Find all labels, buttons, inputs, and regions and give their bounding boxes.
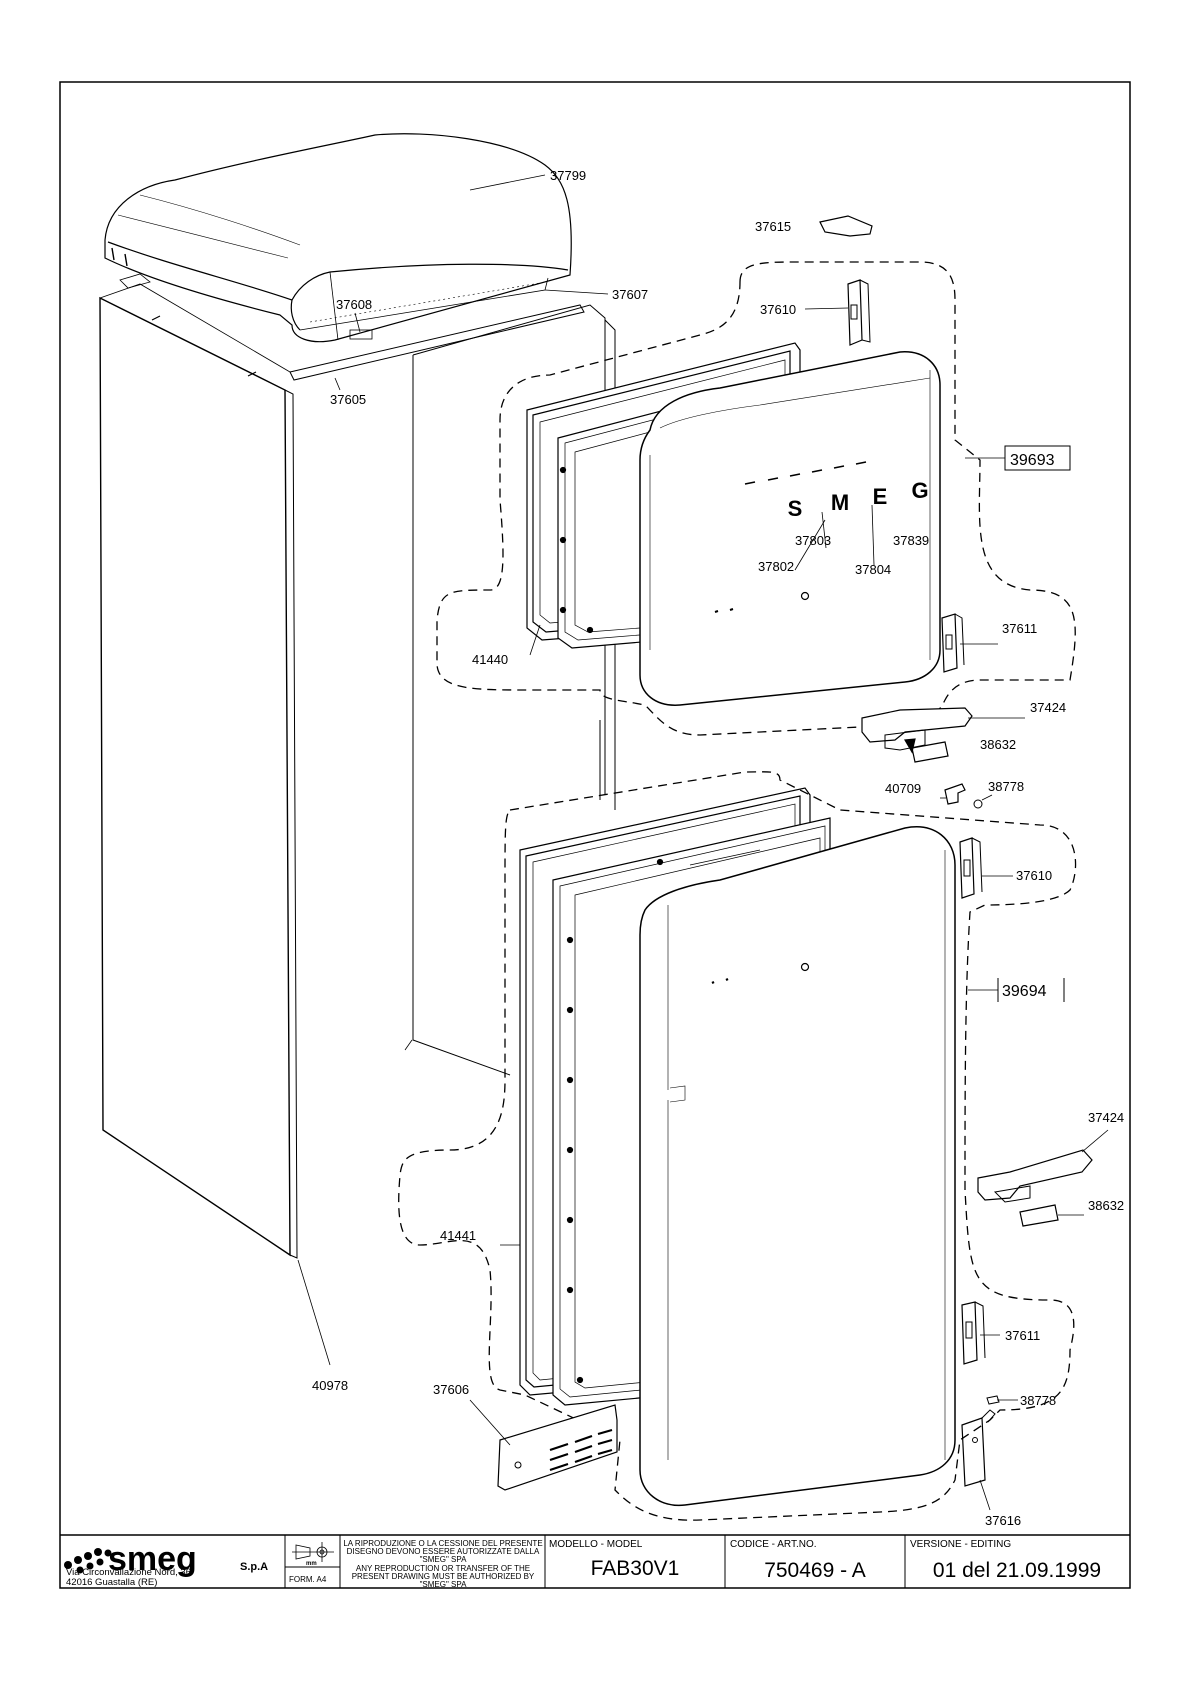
version-value: 01 del 21.09.1999 [933, 1559, 1101, 1582]
label-37804: 37804 [855, 562, 891, 577]
door-logo: S M E G [788, 478, 929, 521]
logo-letter-m: M [831, 490, 849, 515]
part-37610-upper-shape [847, 279, 871, 346]
label-37839: 37839 [893, 533, 929, 548]
projection-symbol-icon [292, 1542, 334, 1562]
lower-door [639, 826, 956, 1507]
address-line-1: Via Circonvallazione Nord, 36 [66, 1567, 191, 1578]
label-37608: 37608 [336, 297, 372, 312]
sheet-border [59, 81, 1131, 1589]
part-37611-upper-shape [941, 613, 965, 673]
part-38632-lower-shape [1019, 1204, 1059, 1227]
smeg-logo: smeg [64, 1540, 197, 1578]
svg-text:PRESENT DRAWING MUST BE AUTHOR: PRESENT DRAWING MUST BE AUTHORIZED BY [352, 1572, 535, 1581]
logo-letter-e: E [873, 484, 888, 509]
brand-wordmark: smeg [108, 1540, 197, 1578]
rear-strip [289, 304, 585, 381]
part-labels: 37799 37615 37607 37608 37610 37605 3969… [312, 168, 1124, 1528]
part-38778-lower-shape [986, 1395, 1000, 1405]
part-37611-lower-shape [961, 1301, 986, 1365]
label-38632-lower: 38632 [1088, 1198, 1124, 1213]
label-37606: 37606 [433, 1382, 469, 1397]
part-40709-shape [944, 783, 966, 805]
upper-door [639, 351, 941, 706]
company-suffix: S.p.A [240, 1561, 268, 1573]
svg-text:"SMEG" SPA: "SMEG" SPA [420, 1580, 468, 1589]
svg-text:"SMEG" SPA: "SMEG" SPA [420, 1555, 468, 1564]
logo-letter-s: S [788, 496, 803, 521]
label-37799: 37799 [550, 168, 586, 183]
address-line-2: 42016 Guastalla (RE) [66, 1577, 157, 1588]
label-37610-upper: 37610 [760, 302, 796, 317]
part-37615-shape [819, 215, 873, 237]
svg-text:ANY REPRODUCTION OR TRANSFER O: ANY REPRODUCTION OR TRANSFER OF THE [356, 1564, 530, 1573]
label-41441: 41441 [440, 1228, 476, 1243]
label-39694: 39694 [1002, 983, 1047, 1000]
copyright-notice: LA RIPRODUZIONE O LA CESSIONE DEL PRESEN… [343, 1539, 542, 1589]
label-37616: 37616 [985, 1513, 1021, 1528]
part-37424-upper-shape [861, 707, 973, 754]
group-boundary-39693 [436, 261, 1076, 736]
svg-text:LA RIPRODUZIONE O LA CESSIONE: LA RIPRODUZIONE O LA CESSIONE DEL PRESEN… [343, 1539, 542, 1548]
part-37610-lower-shape [959, 837, 983, 899]
logo-letter-g: G [911, 478, 928, 503]
label-40709: 40709 [885, 781, 921, 796]
code-label: CODICE - ART.NO. [730, 1539, 817, 1550]
label-37607: 37607 [612, 287, 648, 302]
group-boundary-39694 [398, 771, 1077, 1521]
leader-lines [297, 174, 1109, 1511]
label-37424-upper: 37424 [1030, 700, 1066, 715]
code-value: 750469 - A [764, 1559, 866, 1582]
part-37616-shape [961, 1409, 996, 1487]
label-40978: 40978 [312, 1378, 348, 1393]
version-label: VERSIONE - EDITING [910, 1539, 1011, 1550]
label-37802: 37802 [758, 559, 794, 574]
model-label: MODELLO - MODEL [549, 1539, 643, 1550]
title-block: smeg S.p.A Via Circonvallazione Nord, 36… [60, 1534, 1130, 1589]
label-38632-upper: 38632 [980, 737, 1016, 752]
label-37610-lower: 37610 [1016, 868, 1052, 883]
label-37424-lower: 37424 [1088, 1110, 1124, 1125]
exploded-diagram: S M E G [99, 133, 1109, 1521]
form-size: FORM. A4 [289, 1575, 327, 1584]
label-37615: 37615 [755, 219, 791, 234]
label-39693: 39693 [1010, 452, 1055, 469]
label-37611-lower: 37611 [1005, 1328, 1040, 1343]
projection-unit: mm [306, 1561, 317, 1567]
svg-text:DISEGNO DEVONO ESSERE AUTORIZZ: DISEGNO DEVONO ESSERE AUTORIZZATE DALLA [347, 1547, 540, 1556]
part-37606-shape [497, 1404, 618, 1491]
label-41440: 41440 [472, 652, 508, 667]
label-37803: 37803 [795, 533, 831, 548]
label-37611-upper: 37611 [1002, 621, 1037, 636]
part-38632-upper-shape [911, 741, 949, 763]
left-side-panel [99, 296, 291, 1257]
top-cover [104, 133, 572, 343]
label-38778-lower: 38778 [1020, 1393, 1056, 1408]
part-37424-lower-shape [977, 1149, 1093, 1203]
model-value: FAB30V1 [591, 1557, 680, 1580]
part-38778-upper-shape [973, 799, 983, 809]
label-38778-upper: 38778 [988, 779, 1024, 794]
label-37605: 37605 [330, 392, 366, 407]
